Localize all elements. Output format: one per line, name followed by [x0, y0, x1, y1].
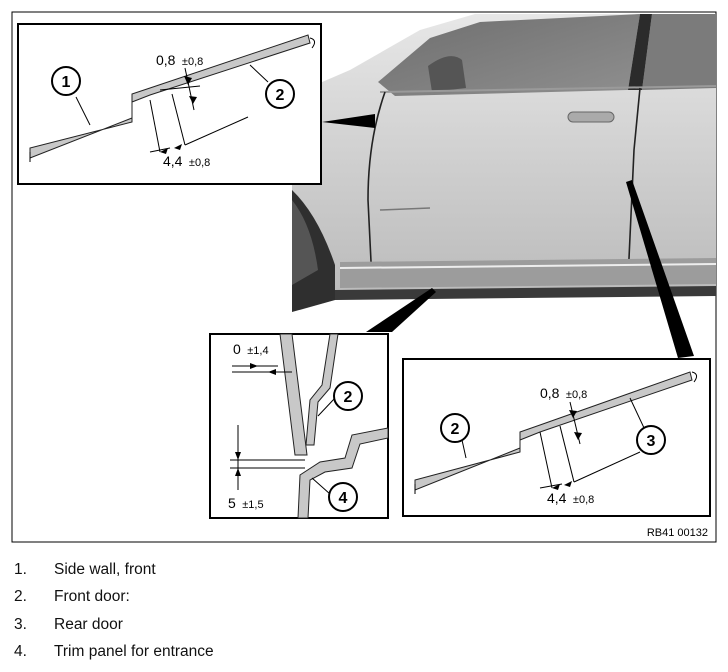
legend-item: 4. Trim panel for entrance	[14, 639, 714, 667]
dim-flush-top-left: 4,4 ±0,8	[163, 153, 210, 170]
dim-gap-center-value: 0	[233, 341, 241, 357]
legend-number: 2.	[14, 588, 27, 606]
marker-3: 3	[636, 425, 666, 455]
marker-2-center: 2	[333, 381, 363, 411]
legend-item: 3. Rear door	[14, 611, 714, 639]
dim-flush-center-value: 5	[228, 495, 236, 511]
dim-flush-center: 5 ±1,5	[228, 495, 264, 512]
marker-3-label: 3	[647, 433, 656, 450]
legend-number: 3.	[14, 615, 27, 633]
dim-gap-top-left-tolerance: ±0,8	[182, 56, 203, 68]
callout-bottom-center	[209, 333, 389, 519]
figure-code: RB41 00132	[647, 527, 708, 539]
legend-number: 1.	[14, 560, 27, 578]
legend-number: 4.	[14, 643, 27, 661]
marker-1: 1	[51, 66, 81, 96]
dim-gap-top-left: 0,8 ±0,8	[156, 52, 203, 69]
dim-gap-center-tolerance: ±1,4	[247, 345, 268, 357]
dim-gap-top-left-value: 0,8	[156, 52, 176, 68]
marker-4-label: 4	[339, 490, 348, 507]
marker-2-top: 2	[265, 79, 295, 109]
marker-2-right-label: 2	[451, 421, 460, 438]
dim-flush-right-tolerance: ±0,8	[573, 494, 594, 506]
legend-item: 1. Side wall, front	[14, 556, 714, 584]
dim-gap-right-tolerance: ±0,8	[566, 389, 587, 401]
marker-2-center-label: 2	[344, 389, 353, 406]
dim-flush-right: 4,4 ±0,8	[547, 490, 594, 507]
dim-gap-right: 0,8 ±0,8	[540, 385, 587, 402]
legend-text: Front door:	[54, 588, 130, 606]
dim-gap-center: 0 ±1,4	[233, 341, 269, 358]
legend-item: 2. Front door:	[14, 584, 714, 612]
dim-gap-right-value: 0,8	[540, 385, 560, 401]
marker-2-right: 2	[440, 413, 470, 443]
marker-1-label: 1	[62, 74, 71, 91]
legend-text: Trim panel for entrance	[54, 643, 214, 661]
marker-2-top-label: 2	[276, 87, 285, 104]
dim-flush-top-left-value: 4,4	[163, 153, 183, 169]
legend-text: Rear door	[54, 615, 123, 633]
dim-flush-center-tolerance: ±1,5	[242, 499, 263, 511]
marker-4: 4	[328, 482, 358, 512]
car-side-illustration	[292, 14, 717, 358]
legend-list: 1. Side wall, front 2. Front door: 3. Re…	[14, 556, 714, 666]
dim-flush-right-value: 4,4	[547, 490, 567, 506]
legend-text: Side wall, front	[54, 560, 156, 578]
door-gap-diagram: 1 2 2 4 2 3 0,8 ±0,8 4,4 ±0,8 0 ±1,4 5 ±…	[11, 11, 717, 543]
dim-flush-top-left-tolerance: ±0,8	[189, 157, 210, 169]
